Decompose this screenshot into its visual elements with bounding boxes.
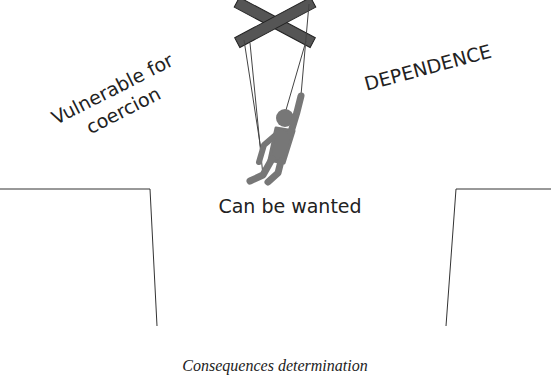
text-label: Vulnerable for coercion (40, 45, 195, 155)
puppet-strings (244, 4, 309, 176)
cliff-right (446, 189, 551, 326)
text-label: DEPENDENCE (333, 32, 523, 104)
cliff-left (0, 189, 157, 326)
puppet-cross (234, 0, 316, 47)
caption: Consequences determination (182, 357, 367, 375)
text-label: Can be wanted (180, 195, 400, 219)
puppet-figure (250, 96, 301, 182)
